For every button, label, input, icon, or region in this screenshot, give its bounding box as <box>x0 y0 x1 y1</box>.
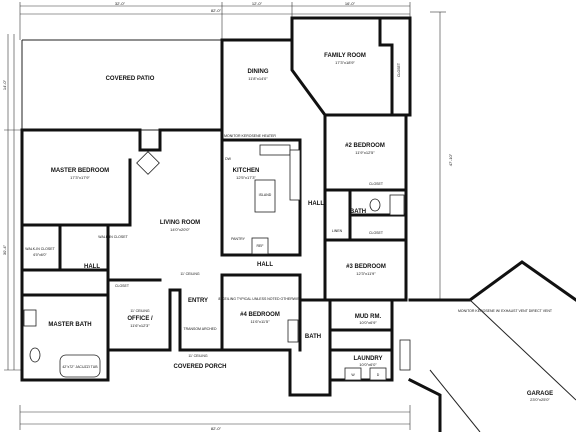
refrigerator <box>251 237 269 255</box>
hall-center-label: HALL <box>257 262 273 268</box>
shower-right <box>389 194 405 216</box>
garage-label: GARAGE <box>527 391 553 397</box>
dim-left-seg: 14'-0" <box>2 79 7 90</box>
monitor-heater-note: MONITOR KEROSENE HEATER <box>224 134 276 138</box>
vanity-sink <box>23 309 37 327</box>
closet-a-label: CLOSET <box>369 182 384 186</box>
mud-bench <box>399 339 411 371</box>
ceiling-entry-note: 11' CEILING <box>188 354 208 358</box>
monitor-vent-note: MONITOR KEROSENE W/ EXHAUST VENT DIRECT … <box>458 309 553 313</box>
ceiling-typical-note: 8' CEILING TYPICAL UNLESS NOTED OTHERWIS… <box>218 297 302 301</box>
entry-label: ENTRY <box>188 298 208 304</box>
dim-top-seg1: 32'-0" <box>115 1 126 6</box>
dw-note: DW <box>225 157 232 161</box>
ceiling-office-note: 11' CEILING <box>130 309 150 313</box>
mud-room-label: MUD RM. <box>355 314 382 320</box>
washer-note: W <box>351 373 355 377</box>
hall-left-label: HALL <box>84 264 100 270</box>
walkin-closet-1-dim: 6'0"x6'0" <box>33 253 47 257</box>
garage-outline <box>407 260 576 432</box>
ceiling-note-living: 11' CEILING <box>180 272 200 276</box>
garage-dim: 23'0"x25'0" <box>530 397 550 402</box>
master-bedroom-dim: 17'3"x17'9" <box>70 175 90 180</box>
office-label: OFFICE / <box>127 316 153 322</box>
toilet-icon <box>29 347 41 363</box>
covered-patio-label: COVERED PATIO <box>106 76 155 82</box>
laundry-label: LAUNDRY <box>353 356 382 362</box>
dim-top-overall: 82'-0" <box>211 8 222 13</box>
bath-center-label: BATH <box>305 334 321 340</box>
kitchen-counter <box>259 144 291 156</box>
mud-room-dim: 10'0"x6'9" <box>359 320 377 325</box>
fixtures <box>23 144 411 381</box>
toilet-right-icon <box>369 198 381 212</box>
master-bath-label: MASTER BATH <box>48 322 91 328</box>
bath-right-label: BATH <box>350 209 366 215</box>
dryer <box>369 367 387 381</box>
transom-note: TRANSOM ARCHED <box>183 327 217 331</box>
jacuzzi-tub <box>59 354 101 378</box>
covered-porch-label: COVERED PORCH <box>173 364 226 370</box>
kitchen-counter-side <box>289 149 301 201</box>
dim-right-overall: 47'-10" <box>448 153 453 166</box>
exterior-walls <box>20 16 412 397</box>
pantry-label: PANTRY <box>231 237 246 241</box>
dining-dim: 11'8"x14'0" <box>248 76 268 81</box>
washer <box>344 367 362 381</box>
bedroom2-dim: 11'9"x12'5" <box>355 150 375 155</box>
laundry-dim: 10'0"x6'0" <box>359 362 377 367</box>
dining-label: DINING <box>248 69 269 75</box>
bedroom3-label: #3 BEDROOM <box>346 264 386 270</box>
walkin-closet-2-label: WALK-IN CLOSET <box>98 235 128 239</box>
ref-note: REF <box>257 244 264 248</box>
bathtub-center <box>287 319 299 343</box>
living-room-dim: 14'0"x20'0" <box>170 227 190 232</box>
bedroom2-label: #2 BEDROOM <box>345 143 385 149</box>
fireplace-icon <box>136 151 160 175</box>
master-bedroom-label: MASTER BEDROOM <box>51 168 109 174</box>
kitchen-island <box>254 179 276 213</box>
tub-note: 42"x72" JACUZZI TUB <box>62 365 98 369</box>
island-note: ISLAND <box>259 193 272 197</box>
kitchen-label: KITCHEN <box>233 168 260 174</box>
bedroom3-dim: 12'3"x11'9" <box>356 271 376 276</box>
interior-walls <box>20 113 408 397</box>
dryer-note: D <box>377 373 380 377</box>
closet-c-label: CLOSET <box>115 284 130 288</box>
walkin-closet-1-label: WALK-IN CLOSET <box>25 247 55 251</box>
bedroom4-label: #4 BEDROOM <box>240 312 280 318</box>
dim-left-overall: 30'-4" <box>2 244 7 255</box>
family-room-dim: 17'3"x18'9" <box>335 60 355 65</box>
closet-b-label: CLOSET <box>369 231 384 235</box>
closet-d-label: CLOSET <box>397 62 401 77</box>
linen-label: LINEN <box>332 229 343 233</box>
office-dim: 11'6"x12'3" <box>130 323 150 328</box>
bedroom4-dim: 11'6"x11'5" <box>250 319 270 324</box>
dim-top-seg2: 12'-0" <box>252 1 263 6</box>
dim-bottom-overall: 82'-0" <box>211 426 222 431</box>
kitchen-dim: 12'5"x17'3" <box>236 175 256 180</box>
living-room-label: LIVING ROOM <box>160 220 200 226</box>
family-room-label: FAMILY ROOM <box>324 53 366 59</box>
hall-right-label: HALL <box>308 201 324 207</box>
dim-top-seg3: 16'-0" <box>345 1 356 6</box>
